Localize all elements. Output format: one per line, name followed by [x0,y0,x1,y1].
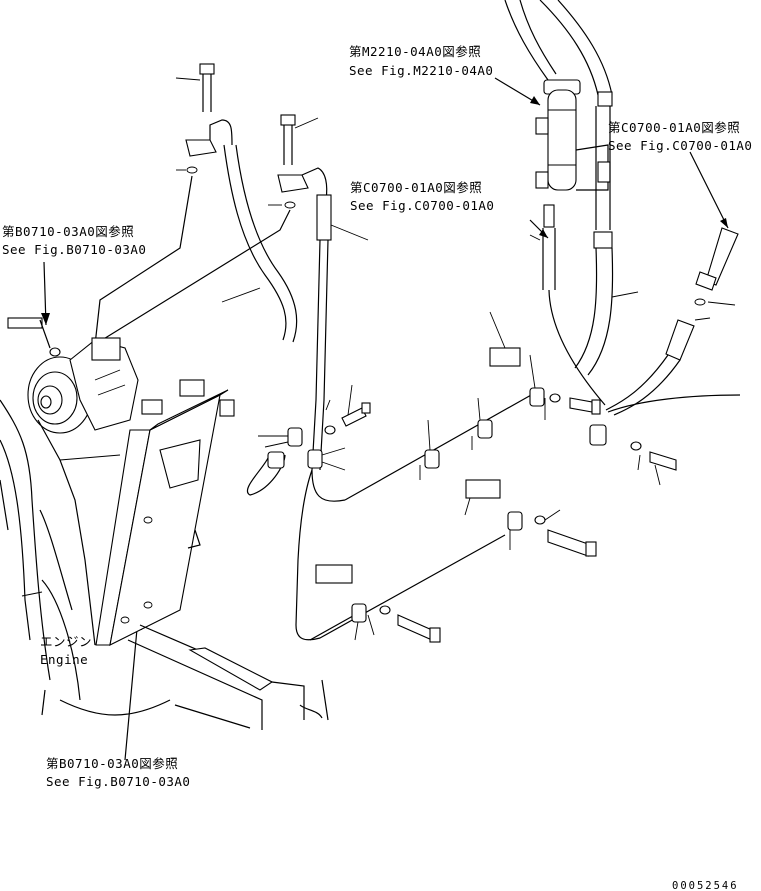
ref-c0700-right-jp: 第C0700-01A0図参照 [608,120,740,135]
leader-arrows [41,77,729,761]
hose-drier-middle [529,204,606,406]
ref-b0710-top-en: See Fig.B0710-03A0 [2,242,146,257]
compressor [7,317,139,434]
ref-c0700-right-en: See Fig.C0700-01A0 [608,138,752,153]
pipe-clamps [247,311,677,643]
engine-label-jp: エンジン [40,634,92,649]
ref-m2210-jp: 第M2210-04A0図参照 [349,44,481,59]
receiver-drier [504,0,613,230]
bolt-clamp-top-mid [101,114,328,341]
engine-outline [0,399,171,716]
engine-label-en: Engine [40,652,88,667]
hose-left-long [221,144,298,343]
hose-drier-right [574,231,639,376]
reference-labels: 第M2210-04A0図参照 See Fig.M2210-04A0 第C0700… [2,44,752,891]
lower-frame [127,624,329,730]
hose-middle-vertical [311,194,369,502]
ref-b0710-bottom-en: See Fig.B0710-03A0 [46,774,190,789]
ref-c0700-mid-en: See Fig.C0700-01A0 [350,198,494,213]
fitting-far-right [605,227,741,416]
ref-b0710-top-jp: 第B0710-03A0図参照 [2,224,134,239]
ref-m2210-en: See Fig.M2210-04A0 [349,63,493,78]
drawing-number: 00052546 [672,880,739,891]
ref-c0700-mid-jp: 第C0700-01A0図参照 [350,180,482,195]
bolt-clamp-top-left [94,63,233,346]
ref-b0710-bottom-jp: 第B0710-03A0図参照 [46,756,178,771]
compressor-bracket [95,379,235,646]
